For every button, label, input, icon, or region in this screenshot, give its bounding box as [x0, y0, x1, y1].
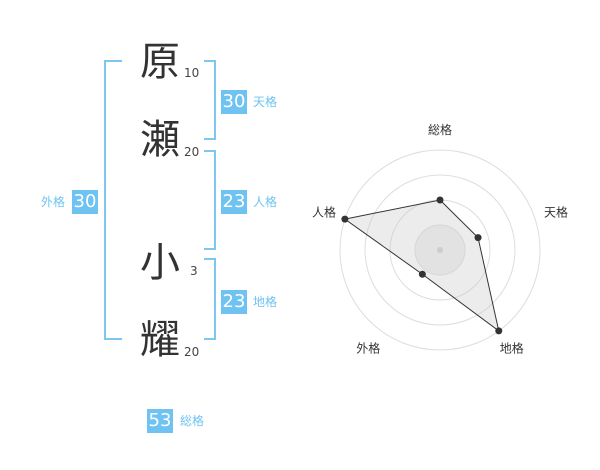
gaikaku-value: 30	[72, 190, 98, 214]
gaikaku-label: 外格	[41, 195, 66, 209]
radar-ring	[339, 149, 541, 351]
radar-point-3	[495, 327, 503, 335]
chikaku-value: 23	[221, 290, 247, 314]
radar-center	[437, 247, 443, 253]
name-char-2: 瀬	[140, 117, 180, 163]
radar-axis-label: 総格	[428, 122, 452, 137]
radar-ring	[364, 174, 516, 326]
tenkaku-value: 30	[221, 90, 247, 114]
stroke-count-3: 3	[190, 264, 198, 278]
radar-points	[341, 196, 503, 335]
radar-point-2	[474, 234, 482, 242]
name-char-3: 小	[140, 240, 180, 286]
radar-axis-label: 人格	[312, 204, 336, 219]
chikaku-label: 地格	[253, 295, 278, 309]
radar-point-4	[418, 270, 426, 278]
radar-axis-label: 天格	[544, 204, 568, 219]
name-char-4: 耀	[140, 317, 180, 363]
stroke-count-2: 20	[184, 145, 200, 159]
stroke-count-1: 10	[184, 66, 200, 80]
jinkaku-bracket	[204, 150, 216, 250]
name-char-1: 原	[140, 39, 180, 85]
soukaku-value: 53	[147, 409, 173, 433]
jinkaku-value: 23	[221, 190, 247, 214]
soukaku-label: 総格	[180, 414, 205, 428]
radar-point-1	[436, 196, 444, 204]
radar-axis-label: 外格	[356, 341, 380, 356]
radar-rings	[339, 149, 541, 351]
gaikaku-bracket	[104, 60, 122, 340]
radar-point-5	[341, 215, 349, 223]
jinkaku-label: 人格	[253, 195, 278, 209]
tenkaku-bracket	[204, 60, 216, 140]
radar-area	[343, 199, 500, 333]
radar-axis-label: 地格	[500, 341, 524, 356]
tenkaku-label: 天格	[253, 95, 278, 109]
chikaku-bracket	[204, 258, 216, 340]
stroke-count-4: 20	[184, 345, 200, 359]
